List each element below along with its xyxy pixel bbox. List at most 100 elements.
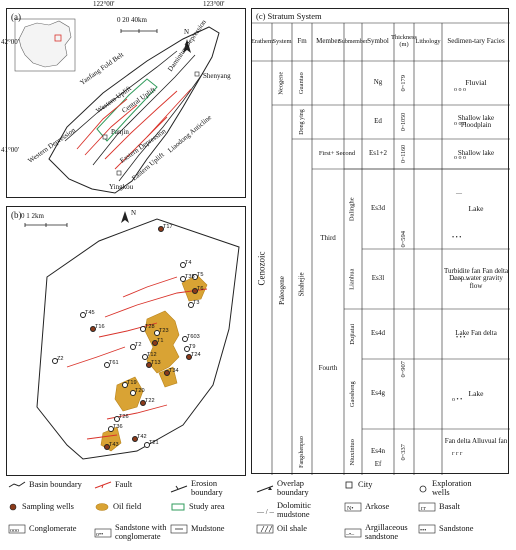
row-symbol-es4d: Es4d (371, 329, 385, 338)
panel-b-north-label: N (131, 209, 137, 217)
panel-a-label: (a) (11, 12, 21, 22)
yingkou-label: Yingkou (109, 183, 134, 191)
fm-fangshenpao-text: Fangshenpao (299, 436, 306, 468)
row-thickness-ef-text: 0~337 (399, 443, 407, 461)
lat-label-41: 41°00' (1, 146, 20, 154)
row-facies-es12: Shallow lake (457, 149, 495, 158)
row-facies-es3l: Turbidite fan Fan delta Deep water gravi… (443, 266, 509, 290)
svg-text:—: — (455, 191, 463, 197)
depression-boundary-line (92, 54, 196, 166)
svg-text:•••: ••• (420, 528, 426, 534)
legend-label-arkose: Arkose (365, 501, 390, 511)
erathem-text: Cenozoic (256, 251, 267, 285)
basalt-icon: гг (418, 502, 436, 512)
member-third: Third (320, 234, 336, 243)
legend-label-exploration-wells: Exploration wells (432, 479, 472, 497)
row-symbol-es4g: Es4g (371, 389, 385, 398)
legend-item-sandstone-with-conglomerate: o•• Sandstone with conglomerate (94, 523, 170, 542)
panjin-label: Panjin (111, 128, 129, 136)
submember-niuxintuo: Niuxintuo (344, 429, 362, 475)
submember-dujiatai-text: Dujiatai (348, 323, 356, 345)
sandstone-with-conglomerate-icon: o•• (94, 528, 112, 538)
header-fm: Fm (297, 37, 307, 46)
conglomerate-icon: ooo (8, 524, 26, 534)
sandstone-icon: ••• (418, 524, 436, 534)
panel-a-scale-label: 0 20 40km (117, 16, 147, 24)
panel-b-boundary (36, 218, 240, 460)
svg-text:— • —: — • — (451, 277, 470, 283)
legend-label-basalt: Basalt (439, 501, 460, 511)
legend-item-erosion-boundary: Erosion boundary (170, 479, 256, 498)
lon-label-123: 123°00' (203, 0, 225, 8)
svg-text:— / —: — / — (256, 508, 274, 516)
thickness-third-span-text: 0~594 (399, 230, 407, 248)
fm-guantao: Guantao (292, 61, 312, 105)
header-facies: Sedimen-tary Facies (447, 37, 505, 46)
study-area-icon (170, 502, 186, 512)
row-thickness-ef: 0~337 (394, 429, 414, 475)
submember-lianhua: Lianhua (344, 249, 362, 309)
legend-label-basin-boundary: Basin boundary (29, 479, 82, 489)
thickness-third-span: 0~594 (394, 169, 414, 309)
legend: Basin boundary Fault Erosion boundary Ov… (8, 479, 508, 546)
china-outline (18, 20, 72, 68)
submember-dalinghe: Dalinghe (344, 169, 362, 249)
panel-a-map: (a) 122°00' 123°00' 42°00' 41°00' 0 20 4… (1, 1, 246, 198)
svg-text:гг: гг (421, 506, 426, 512)
legend-item-argillaceous-sandstone: –•– Argillaceous sandstone (344, 523, 418, 542)
lat-label-42: 42°00' (1, 38, 20, 46)
row-facies-es4g: Lake (468, 389, 484, 399)
legend-item-conglomerate: ooo Conglomerate (8, 524, 94, 534)
row-thickness-ed: 0~1050 (394, 105, 414, 139)
legend-label-overlap-boundary: Overlap boundary (277, 479, 309, 497)
legend-label-mudstone: Mudstone (191, 523, 225, 533)
legend-item-oil-shale: Oil shale (256, 524, 342, 534)
row-facies-ef (442, 455, 510, 475)
header-member: Member (316, 37, 340, 46)
legend-item-basalt: гг Basalt (418, 502, 504, 512)
legend-label-sampling-wells: Sampling wells (22, 501, 74, 511)
submember-gaosheng-text: Gaosheng (348, 381, 356, 407)
uplift-boundary-line (64, 50, 178, 142)
svg-text:• • •: • • • (452, 235, 461, 241)
submember-lianhua-text: Lianhua (348, 268, 356, 290)
svg-text:• • •: • • • (456, 335, 465, 341)
panel-c-stratum-table: o o o o o o o o o — • • • — • — • • • o … (251, 8, 510, 475)
panel-c-title: (c) Stratum System (256, 11, 322, 21)
legend-item-fault: Fault (94, 480, 170, 490)
member-first-second: First+ Second (318, 149, 356, 157)
panel-b-label: (b) (11, 210, 22, 220)
exploration-wells-icon (418, 484, 428, 494)
legend-item-city: City (344, 480, 410, 490)
yingkou-city-marker (116, 170, 122, 176)
thickness-fourth-span: 0~907 (394, 309, 414, 429)
legend-label-erosion-boundary: Erosion boundary (191, 479, 223, 497)
legend-item-basin-boundary: Basin boundary (8, 480, 94, 490)
svg-text:o o o: o o o (454, 121, 466, 127)
row-thickness-es12-text: 0~1160 (401, 144, 407, 164)
row-facies-fluvial: Fluvial (465, 78, 487, 88)
row-facies-es3d: Lake (468, 204, 484, 214)
study-area-outline (96, 78, 158, 142)
svg-text:o o o: o o o (454, 155, 466, 161)
oil-field-icon (94, 502, 110, 512)
lithology-symbols: o o o o o o o o o — • • • — • — • • • o … (451, 87, 470, 457)
oil-field-areas (100, 274, 208, 452)
row-thickness-ng-text: 0~179 (399, 74, 407, 92)
fm-shahejie: Shahejie (292, 139, 312, 429)
row-facies-ed: Shallow lake Floodplain (457, 113, 495, 129)
panel-a-svg (14, 18, 220, 194)
row-symbol-ef: Ef (374, 460, 382, 469)
legend-label-sandstone: Sandstone (439, 523, 474, 533)
header-symbol: Symbol (367, 37, 389, 46)
inset-location-box (54, 34, 62, 42)
argillaceous-sandstone-icon: –•– (344, 528, 362, 538)
header-system: System (272, 37, 292, 45)
mudstone-icon (170, 524, 188, 534)
svg-text:г г г: г г г (452, 451, 463, 457)
shenyang-city-marker (194, 71, 200, 77)
fm-shahejie-text: Shahejie (297, 271, 306, 297)
row-thickness-ng: 0~179 (394, 61, 414, 105)
header-submember: Submember (338, 38, 368, 45)
svg-text:o o o: o o o (454, 87, 466, 93)
